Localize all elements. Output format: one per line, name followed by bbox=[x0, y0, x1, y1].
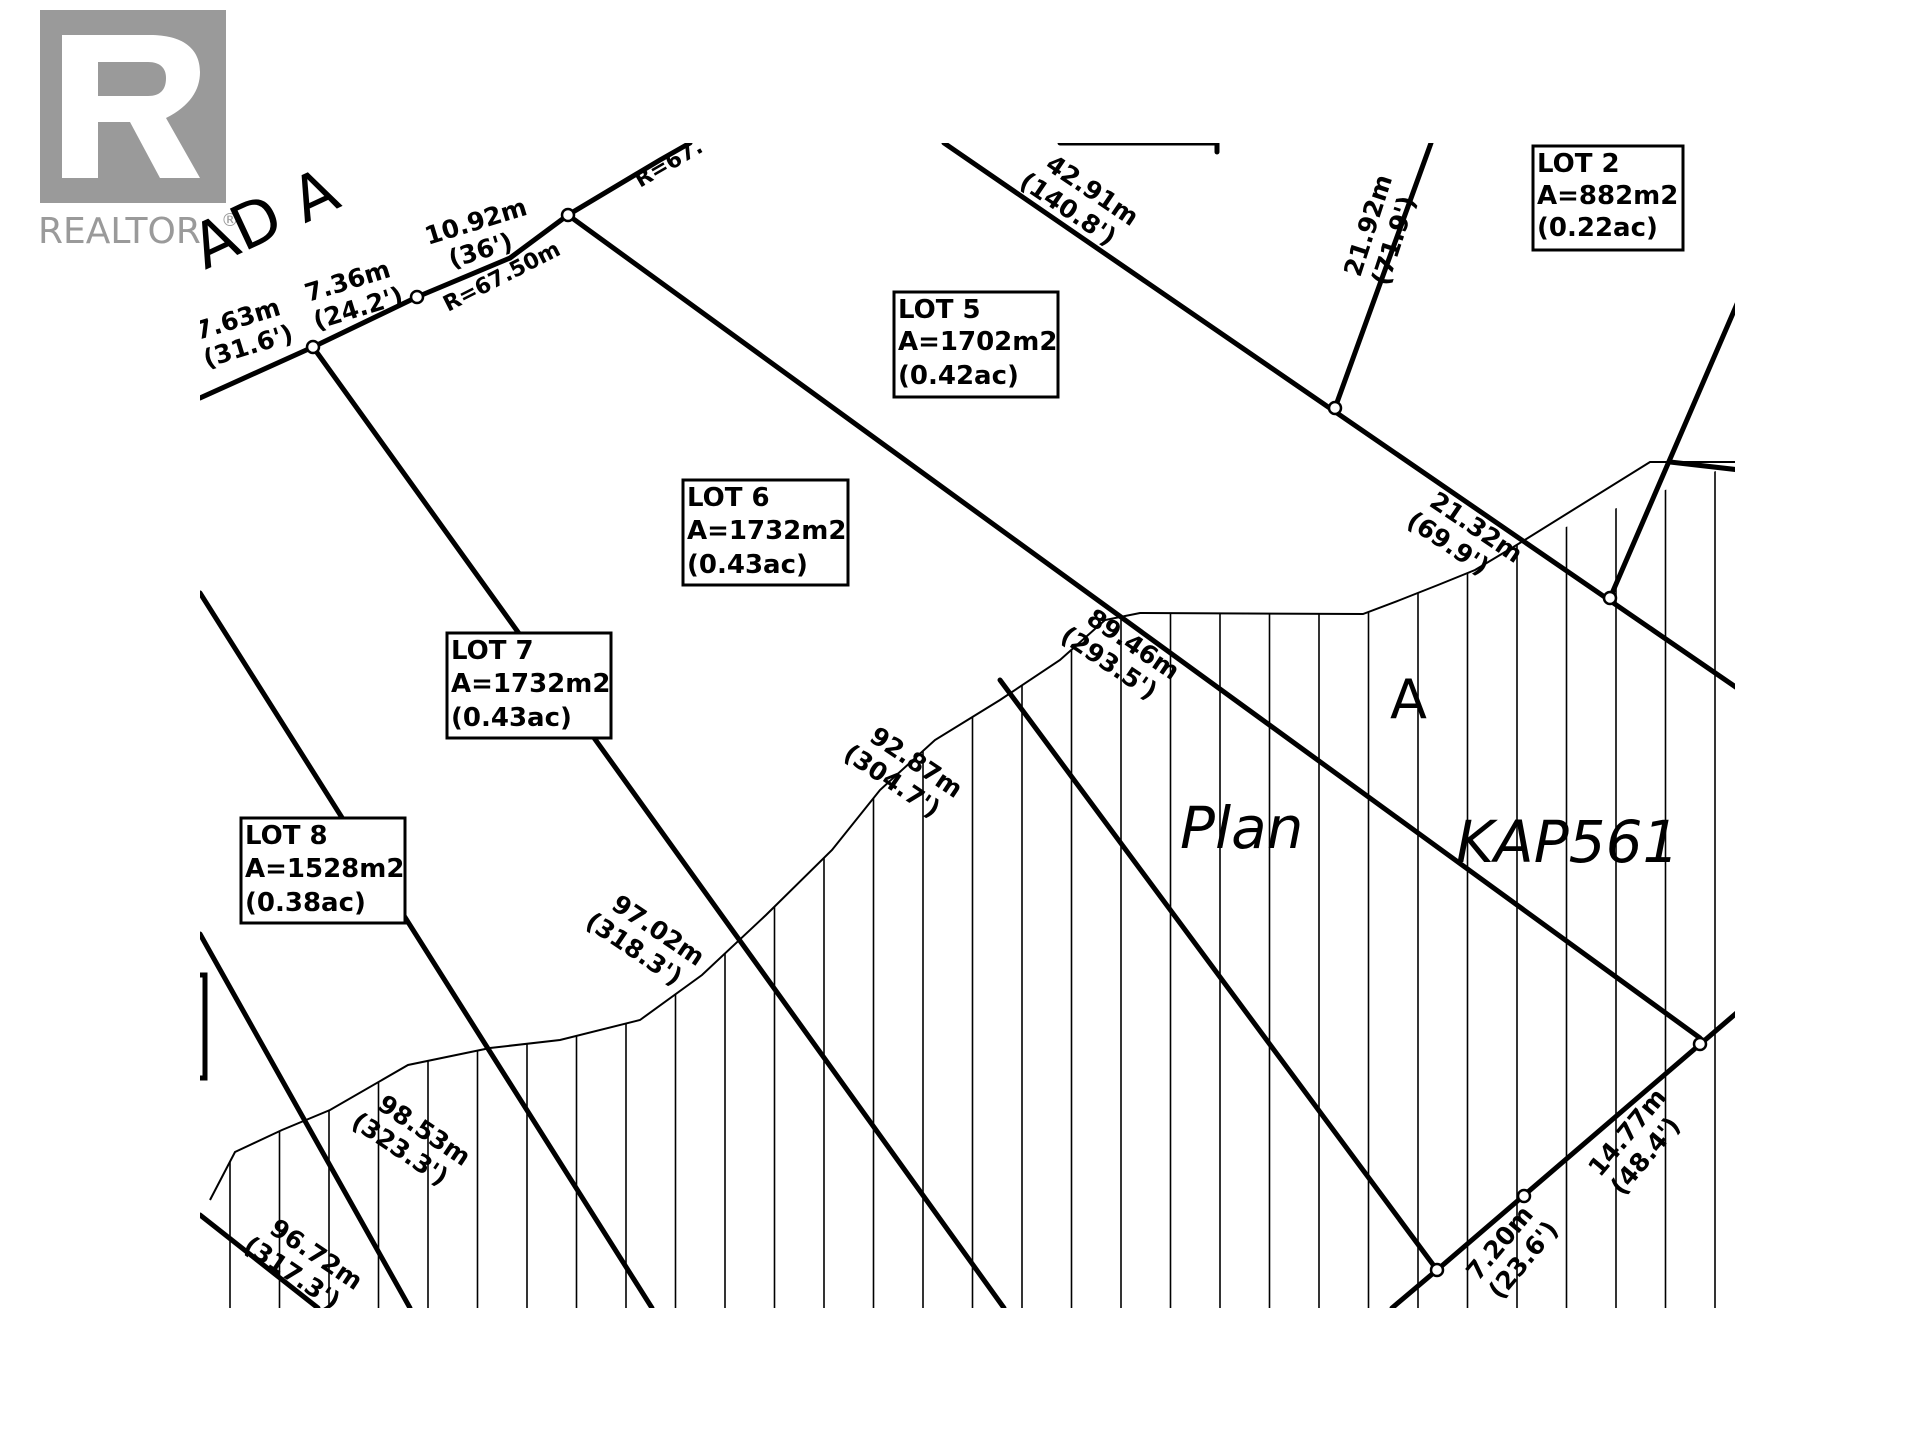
lot-acres: (0.38ac) bbox=[245, 888, 366, 918]
lot-area: A=1732m2 bbox=[687, 516, 846, 546]
lot-line-2-5-side bbox=[1332, 143, 1434, 411]
survey-pin bbox=[1429, 1262, 1445, 1278]
lot-acres: (0.43ac) bbox=[687, 550, 808, 580]
lot-label-6: LOT 6 A=1732m2 (0.43ac) bbox=[681, 478, 850, 587]
realtor-logo: REALTOR ® bbox=[38, 10, 239, 252]
realtor-registered-mark: ® bbox=[221, 210, 239, 231]
dimension-d9: 97.02m (318.3') bbox=[580, 889, 710, 992]
dimension-d10: 98.53m (323.3') bbox=[346, 1089, 476, 1192]
lot-line-2-east bbox=[1607, 302, 1735, 601]
lot-label-7: LOT 7 A=1732m2 (0.43ac) bbox=[445, 631, 613, 740]
lot-name: LOT 6 bbox=[687, 483, 770, 513]
rear-boundary-stub bbox=[1389, 1267, 1440, 1308]
left-bracket bbox=[200, 972, 208, 1081]
lot-line-8-9 bbox=[200, 931, 413, 1308]
realtor-logo-r-glyph bbox=[62, 35, 200, 178]
parcel-line-inner bbox=[997, 677, 1440, 1273]
lot-label-2: LOT 2 A=882m2 (0.22ac) bbox=[1531, 144, 1685, 252]
lot-label-8: LOT 8 A=1528m2 (0.38ac) bbox=[239, 816, 407, 925]
lot-2-east-step bbox=[1667, 459, 1735, 472]
dimension-d13: 14.77m (48.4') bbox=[1582, 1083, 1686, 1201]
lot-label-box bbox=[892, 290, 1060, 399]
lot-name: LOT 7 bbox=[451, 636, 534, 666]
lot-name: LOT 8 bbox=[245, 821, 328, 851]
dimension-d12: 7.20m (23.6') bbox=[1460, 1200, 1564, 1304]
lot-name: LOT 5 bbox=[898, 295, 981, 325]
lot-area: A=1528m2 bbox=[245, 854, 404, 884]
lot-label-box bbox=[445, 631, 613, 740]
plan-number: KAP561 bbox=[1456, 808, 1679, 876]
lot-label-box bbox=[1531, 144, 1685, 252]
plan-word: Plan bbox=[1180, 794, 1303, 862]
survey-pin bbox=[1327, 400, 1343, 416]
realtor-wordmark: REALTOR bbox=[38, 211, 201, 252]
lot-label-box bbox=[239, 816, 407, 925]
lot-label-box bbox=[681, 478, 850, 587]
lot-line-5-6 bbox=[565, 212, 1703, 1041]
lot-name: LOT 2 bbox=[1537, 149, 1620, 179]
remainder-letter: A bbox=[1390, 668, 1427, 731]
lot-line-7-8 bbox=[200, 590, 655, 1308]
dimension-d1: 7.63m (31.6') bbox=[200, 292, 296, 373]
lot-area: A=882m2 bbox=[1537, 181, 1678, 211]
road-radius-label-2: R=67. bbox=[631, 134, 708, 193]
lot-acres: (0.43ac) bbox=[451, 703, 572, 733]
hatch-boundary bbox=[209, 461, 1735, 1201]
survey-pin bbox=[305, 339, 321, 355]
lot-acres: (0.42ac) bbox=[898, 361, 1019, 391]
survey-pin bbox=[1602, 590, 1618, 606]
survey-pin bbox=[409, 289, 425, 305]
survey-pin bbox=[560, 207, 576, 223]
lot-area: A=1732m2 bbox=[451, 669, 610, 699]
dimension-d11: 96.72m (317.3') bbox=[238, 1213, 368, 1308]
survey-pins bbox=[305, 207, 1708, 1278]
survey-pin bbox=[1516, 1188, 1532, 1204]
lot-acres: (0.22ac) bbox=[1537, 213, 1658, 243]
rear-boundary bbox=[1434, 1010, 1735, 1273]
survey-pin bbox=[1692, 1036, 1708, 1052]
lot-area: A=1702m2 bbox=[898, 327, 1057, 357]
lot-line-6-7 bbox=[310, 344, 1007, 1308]
lot-label-5: LOT 5 A=1702m2 (0.42ac) bbox=[892, 290, 1060, 399]
dimension-d2: 7.36m (24.2') bbox=[301, 254, 406, 335]
lot-line-lower bbox=[200, 1212, 321, 1308]
